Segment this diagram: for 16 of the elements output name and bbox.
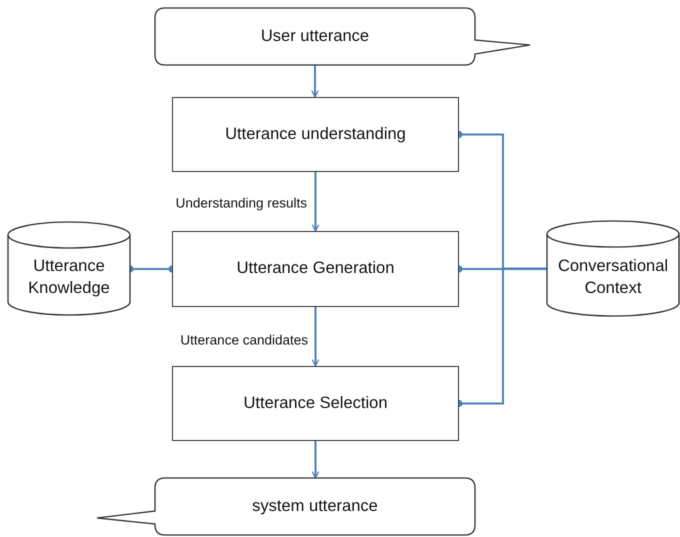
edge-label: Understanding results	[176, 196, 307, 210]
node-label: Utterance Knowledge	[27, 256, 111, 298]
node-label: Conversational Context	[556, 256, 670, 298]
arrow	[312, 441, 320, 479]
process-box	[172, 97, 459, 172]
node-label: Utterance Generation	[236, 258, 394, 280]
node-label: User utterance	[260, 26, 370, 47]
node-label: system utterance	[252, 496, 378, 517]
arrow	[311, 65, 319, 98]
node-label: Utterance Selection	[244, 392, 388, 414]
arrow	[312, 172, 320, 232]
process-box	[172, 366, 459, 441]
arrow	[312, 307, 320, 367]
edge-label: Utterance candidates	[180, 332, 308, 348]
node-label: Utterance understanding	[225, 124, 406, 145]
process-box	[172, 231, 459, 307]
